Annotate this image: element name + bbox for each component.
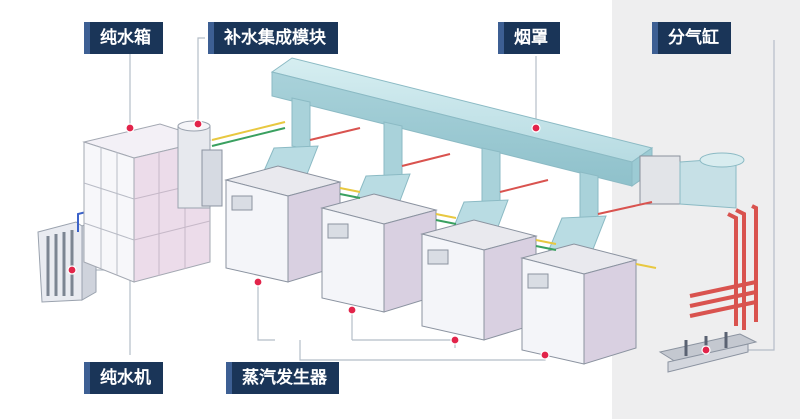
label-text: 补水集成模块 xyxy=(224,28,326,48)
label-makeup-water-module: 补水集成模块 xyxy=(208,22,338,54)
label-accent-bar xyxy=(84,22,90,54)
marker-pure-water-tank xyxy=(125,123,135,133)
label-smoke-hood: 烟罩 xyxy=(498,22,560,54)
label-text: 蒸汽发生器 xyxy=(242,368,327,388)
marker-steam-generator-1 xyxy=(253,277,263,287)
label-accent-bar xyxy=(84,362,90,394)
marker-steam-generator-3 xyxy=(450,335,460,345)
label-text: 纯水机 xyxy=(100,368,151,388)
label-steam-generator: 蒸汽发生器 xyxy=(226,362,339,394)
label-text: 纯水箱 xyxy=(100,28,151,48)
label-accent-bar xyxy=(498,22,504,54)
label-accent-bar xyxy=(208,22,214,54)
markers xyxy=(67,119,711,360)
label-pure-water-machine: 纯水机 xyxy=(84,362,163,394)
marker-steam-generator-4 xyxy=(540,350,550,360)
marker-makeup-water-module xyxy=(193,119,203,129)
label-pure-water-tank: 纯水箱 xyxy=(84,22,163,54)
marker-smoke-hood xyxy=(531,123,541,133)
label-text: 分气缸 xyxy=(668,28,719,48)
label-text: 烟罩 xyxy=(514,28,548,48)
label-accent-bar xyxy=(226,362,232,394)
label-steam-header: 分气缸 xyxy=(652,22,731,54)
makeup-water-module-illustration xyxy=(177,120,286,209)
marker-pure-water-machine xyxy=(67,265,77,275)
marker-steam-header xyxy=(701,345,711,355)
label-accent-bar xyxy=(652,22,658,54)
marker-steam-generator-2 xyxy=(347,305,357,315)
steam-generator-illustration xyxy=(224,165,638,365)
connecting-pipes xyxy=(309,127,657,269)
